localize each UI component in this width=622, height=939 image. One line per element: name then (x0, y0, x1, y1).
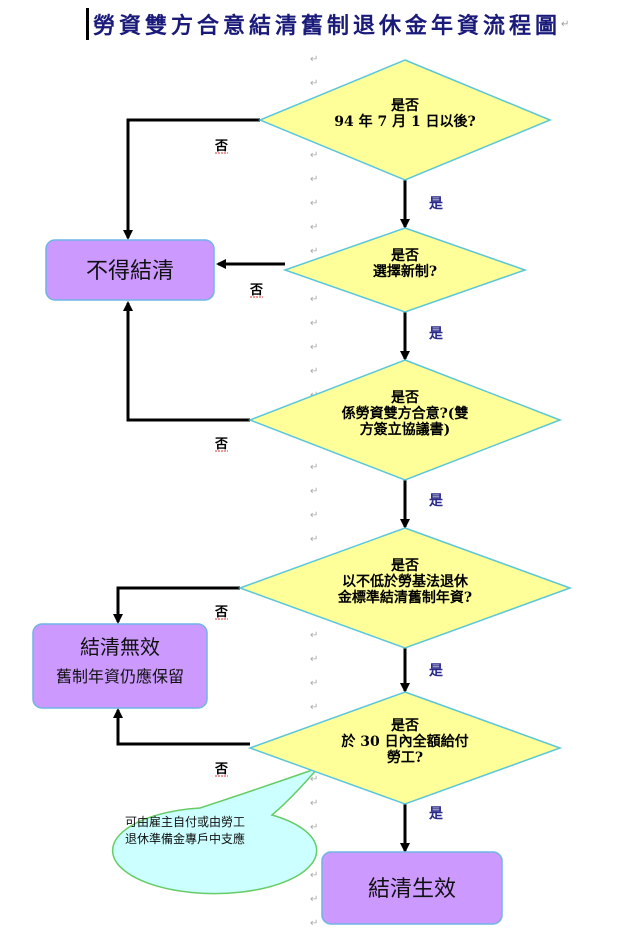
paragraph-mark-icon: ↵ (310, 318, 318, 329)
paragraph-mark-icon: ↵ (310, 654, 318, 665)
shapes (32, 59, 573, 925)
no-arrow (113, 586, 240, 624)
yes-label: 是 (429, 806, 444, 822)
no-arrow (113, 708, 250, 746)
callout-text: 可由雇主自付或由勞工 (125, 814, 245, 829)
decision-text: 金標準結清舊制年資? (337, 589, 472, 606)
no-label: 否 (214, 762, 228, 777)
decision-text: 是否 (391, 248, 419, 264)
paragraph-mark-icon: ↵ (310, 678, 318, 689)
terminal-effective (321, 851, 503, 925)
paragraph-mark-icon: ↵ (310, 702, 318, 713)
title-bar (86, 8, 89, 40)
no-label: 否 (214, 139, 228, 154)
terminal-invalid (32, 623, 208, 709)
paragraph-marks: ↵↵↵↵↵↵↵↵↵↵↵↵↵↵↵↵↵↵↵↵↵↵↵↵↵↵↵↵↵↵↵↵↵↵↵↵↵ (310, 54, 318, 929)
decision-payment-check (247, 691, 563, 805)
connectors (113, 118, 410, 853)
no-label: 否 (214, 605, 228, 620)
paragraph-mark-icon: ↵ (310, 342, 318, 353)
decision-text: 勞工? (387, 749, 423, 766)
paragraph-mark-icon: ↵ (310, 78, 318, 89)
paragraph-mark-icon: ↵ (310, 510, 318, 521)
decision-text: 選擇新制? (373, 263, 437, 280)
paragraph-mark-icon: ↵ (310, 222, 318, 233)
paragraph-mark-icon: ↵ (310, 150, 318, 161)
decision-text: 於 30 日內全額給付 (341, 733, 468, 750)
decision-text: 是否 (391, 98, 419, 114)
decision-new-system (282, 227, 528, 313)
no-arrow (123, 301, 250, 422)
decision-standard-check (237, 527, 573, 649)
paragraph-mark-icon: ↵ (310, 486, 318, 497)
paragraph-mark-icon: ↵ (310, 366, 318, 377)
decision-mutual-agreement (247, 359, 563, 481)
decision-text: 是否 (391, 558, 419, 574)
decision-text: 是否 (391, 718, 419, 734)
callout-bubble (111, 766, 321, 895)
decision-text: 方簽立協議書) (360, 421, 451, 438)
paragraph-mark-icon: ↵ (310, 534, 318, 545)
decision-text: 以不低於勞基法退休 (342, 573, 469, 590)
decision-text: 係勞資雙方合意?(雙 (342, 405, 469, 422)
terminal-invalid-text: 結清無效 (80, 635, 160, 659)
paragraph-mark-icon: ↵ (310, 294, 318, 305)
callout-text: 退休準備金專戶中支應 (125, 831, 245, 846)
paragraph-mark-icon: ↵ (310, 918, 318, 929)
no-label: 否 (249, 283, 263, 298)
terminal-not-allowed-text: 不得結清 (86, 259, 174, 284)
paragraph-mark-icon: ↵ (561, 18, 570, 30)
paragraph-mark-icon: ↵ (310, 774, 318, 785)
paragraph-mark-icon: ↵ (310, 246, 318, 257)
decision-text: 是否 (391, 390, 419, 406)
decision-text: 94 年 7 月 1 日以後? (334, 113, 476, 130)
paragraph-mark-icon: ↵ (310, 198, 318, 209)
paragraph-mark-icon: ↵ (310, 462, 318, 473)
yes-label: 是 (429, 493, 444, 509)
page-title: 勞資雙方合意結清舊制退休金年資流程圖 (93, 14, 562, 39)
yes-label: 是 (429, 326, 444, 342)
title-block: 勞資雙方合意結清舊制退休金年資流程圖 ↵ (86, 8, 569, 40)
no-label: 否 (214, 437, 228, 452)
paragraph-mark-icon: ↵ (310, 54, 318, 65)
no-arrow (123, 118, 260, 240)
paragraph-mark-icon: ↵ (310, 174, 318, 185)
paragraph-mark-icon: ↵ (310, 822, 318, 833)
yes-label: 是 (429, 196, 444, 212)
paragraph-mark-icon: ↵ (310, 894, 318, 905)
yes-label: 是 (429, 663, 444, 679)
terminal-effective-text: 結清生效 (368, 877, 456, 902)
paragraph-mark-icon: ↵ (310, 630, 318, 641)
terminal-not-allowed (45, 239, 215, 301)
paragraph-mark-icon: ↵ (310, 798, 318, 809)
terminal-invalid-text: 舊制年資仍應保留 (56, 667, 184, 686)
decision-date-check (258, 59, 552, 181)
paragraph-mark-icon: ↵ (310, 870, 318, 881)
